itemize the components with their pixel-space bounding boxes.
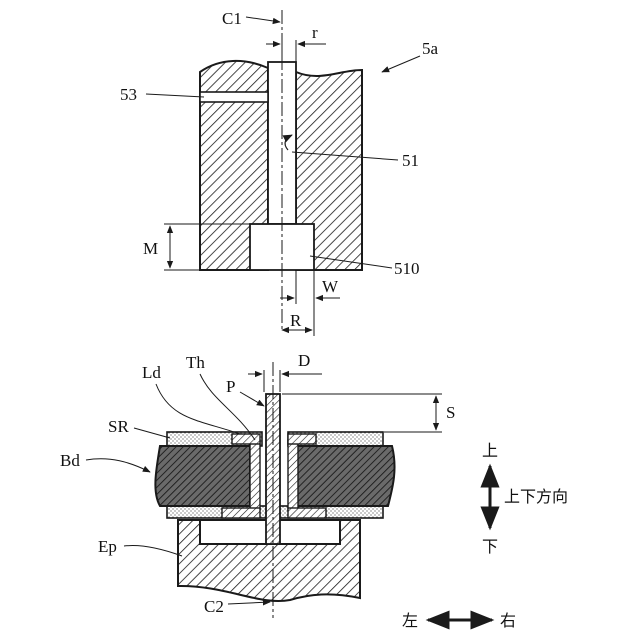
leader-p: [240, 392, 264, 406]
label-s: S: [446, 403, 455, 422]
groove-53: [200, 92, 268, 102]
land-ld-bottom-right: [288, 508, 326, 518]
through-hole-plating-left: [250, 440, 260, 510]
leader-c2: [228, 602, 270, 604]
label-vertical-direction: 上下方向: [504, 487, 568, 506]
label-left: 左: [402, 611, 418, 630]
label-bd: Bd: [60, 451, 80, 470]
horizontal-direction-indicator: 左 右: [402, 611, 516, 630]
label-big-r: R: [290, 311, 302, 330]
label-5a: 5a: [422, 39, 439, 58]
label-th: Th: [186, 353, 205, 372]
through-hole-plating-right: [288, 440, 298, 510]
label-d: D: [298, 351, 310, 370]
board-assembly: [155, 362, 394, 618]
leader-ep: [124, 545, 182, 556]
leader-c1: [246, 17, 280, 22]
leader-sr: [134, 428, 170, 438]
label-510: 510: [394, 259, 420, 278]
label-c2: C2: [204, 597, 224, 616]
label-r: r: [312, 23, 318, 42]
label-ld: Ld: [142, 363, 161, 382]
label-sr: SR: [108, 417, 129, 436]
label-down: 下: [482, 537, 498, 556]
land-ld-top-left: [232, 434, 260, 444]
label-up: 上: [482, 441, 498, 460]
leader-53: [146, 94, 204, 97]
land-ld-bottom-left: [222, 508, 260, 518]
label-w: W: [322, 277, 339, 296]
vertical-direction-indicator: 上 下 上下方向: [482, 441, 568, 556]
label-m: M: [143, 239, 158, 258]
leader-bd: [86, 459, 150, 472]
label-51: 51: [402, 151, 419, 170]
board-bd-left: [155, 446, 250, 506]
leader-5a: [382, 56, 420, 72]
label-53: 53: [120, 85, 137, 104]
label-c1: C1: [222, 9, 242, 28]
label-ep: Ep: [98, 537, 117, 556]
board-bd-right: [296, 446, 395, 506]
label-p: P: [226, 377, 235, 396]
label-right: 右: [500, 611, 516, 630]
land-ld-top-right: [288, 434, 316, 444]
